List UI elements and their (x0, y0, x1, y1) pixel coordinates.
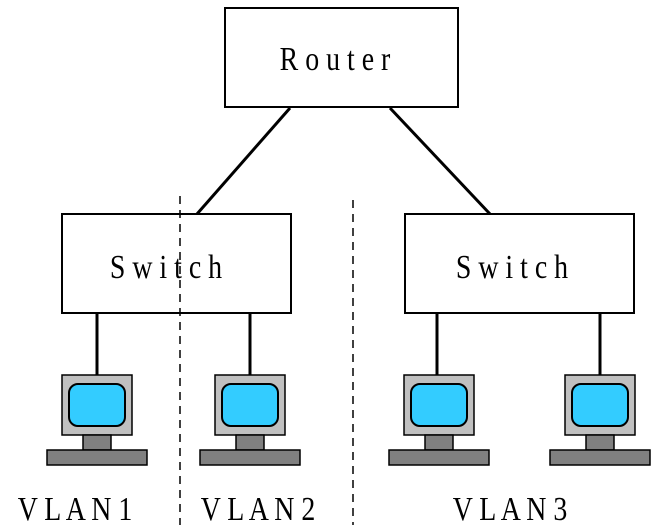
computer-icon (388, 374, 490, 466)
computer-4 (549, 374, 651, 466)
vlan-3-label: V L A N 3 (453, 489, 568, 527)
switch-left: S w i t c h (61, 213, 292, 314)
vlan-separators (179, 196, 354, 525)
switch-right-box (404, 213, 635, 314)
connections (95, 106, 602, 375)
computer-2 (199, 374, 301, 466)
vlan-1-label: V L A N 1 (18, 489, 133, 527)
link-router-switch-left (195, 107, 292, 215)
computer-icon (46, 374, 148, 466)
switch-left-box (61, 213, 292, 314)
computer-3 (388, 374, 490, 466)
router-box (224, 7, 459, 108)
switch-left-label: S w i t c h (110, 247, 223, 285)
computer-1 (46, 374, 148, 466)
vlan-2-label: V L A N 2 (201, 489, 316, 527)
link-router-switch-right (388, 106, 492, 216)
computer-icon (549, 374, 651, 466)
computer-icon (199, 374, 301, 466)
switch-right-label: S w i t c h (456, 247, 569, 285)
vlan-labels: V L A N 1 V L A N 2 V L A N 3 (18, 489, 568, 527)
switch-right: S w i t c h (404, 213, 635, 314)
router-node: R o u t e r (224, 7, 459, 108)
router-label: R o u t e r (280, 39, 391, 77)
